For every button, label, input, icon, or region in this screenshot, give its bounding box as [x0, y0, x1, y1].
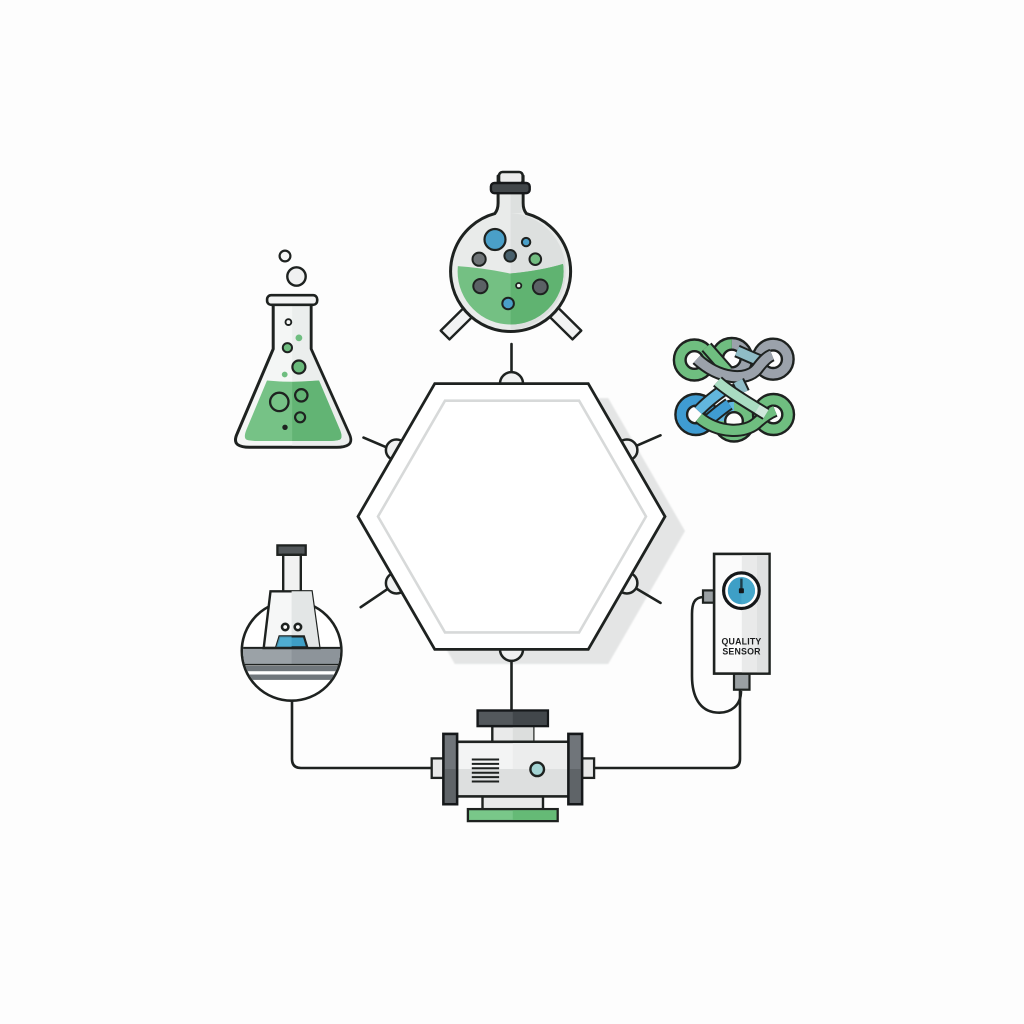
svg-text:SENSOR: SENSOR — [722, 647, 761, 657]
svg-text:QUALITY: QUALITY — [721, 637, 761, 647]
